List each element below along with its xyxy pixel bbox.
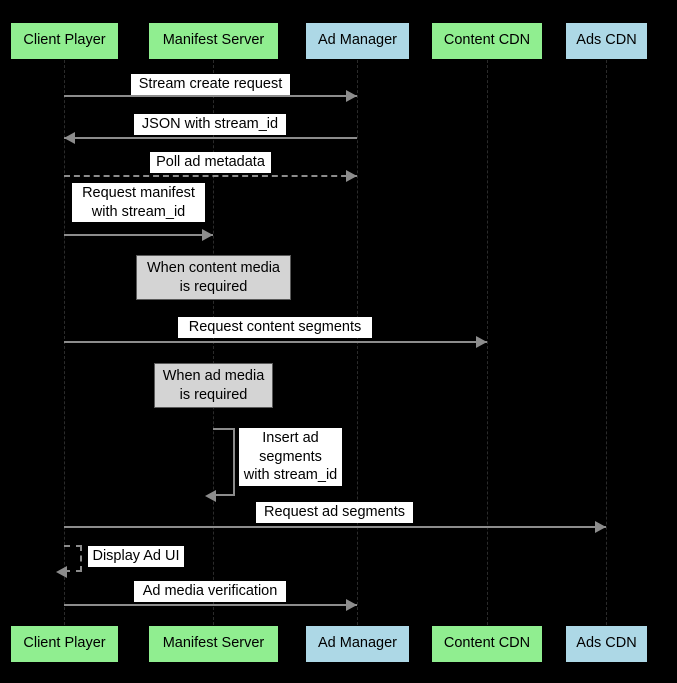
self-message-label-insert-ad-segments: Insert ad segments with stream_id — [239, 428, 342, 486]
participant-ads-cdn-footer[interactable]: Ads CDN — [565, 625, 648, 663]
self-message-label-display-ad-ui: Display Ad UI — [88, 546, 184, 567]
participant-ads-cdn-header[interactable]: Ads CDN — [565, 22, 648, 60]
arrowhead-request-content-segments — [476, 336, 487, 348]
participant-label: Manifest Server — [162, 32, 265, 49]
participant-label: Ads CDN — [576, 635, 637, 652]
arrowhead-stream-create-request — [346, 90, 357, 102]
participant-ad-manager-header[interactable]: Ad Manager — [305, 22, 410, 60]
participant-label: Manifest Server — [162, 635, 265, 652]
lifeline-ads-cdn — [606, 60, 607, 625]
self-message-loop-display-ad-ui — [64, 545, 82, 572]
participant-manifest-server-header[interactable]: Manifest Server — [148, 22, 279, 60]
arrowhead-poll-ad-metadata — [346, 170, 357, 182]
message-line-stream-create-request — [64, 95, 357, 97]
participant-label: Content CDN — [443, 32, 531, 49]
participant-content-cdn-footer[interactable]: Content CDN — [431, 625, 543, 663]
lifeline-content-cdn — [487, 60, 488, 625]
message-label-ad-media-verification: Ad media verification — [134, 581, 286, 602]
message-line-poll-ad-metadata — [64, 175, 357, 177]
message-line-ad-media-verification — [64, 604, 357, 606]
message-line-request-content-segments — [64, 341, 487, 343]
participant-content-cdn-header[interactable]: Content CDN — [431, 22, 543, 60]
arrowhead-request-ad-segments — [595, 521, 606, 533]
arrowhead-json-with-stream-id — [64, 132, 75, 144]
arrowhead-insert-ad-segments — [205, 490, 216, 502]
participant-label: Ad Manager — [318, 635, 397, 652]
arrowhead-ad-media-verification — [346, 599, 357, 611]
arrowhead-request-manifest-with-stream-id — [202, 229, 213, 241]
participant-label: Client Player — [23, 32, 106, 49]
participant-label: Ads CDN — [576, 32, 637, 49]
self-message-loop-insert-ad-segments — [213, 428, 235, 496]
arrowhead-display-ad-ui — [56, 566, 67, 578]
message-line-request-ad-segments — [64, 526, 606, 528]
message-label-poll-ad-metadata: Poll ad metadata — [150, 152, 271, 173]
message-label-request-content-segments: Request content segments — [178, 317, 372, 338]
participant-manifest-server-footer[interactable]: Manifest Server — [148, 625, 279, 663]
note-text: When ad media is required — [162, 367, 265, 403]
participant-label: Ad Manager — [318, 32, 397, 49]
participant-ad-manager-footer[interactable]: Ad Manager — [305, 625, 410, 663]
note-when-content-media-is-required: When content media is required — [136, 255, 291, 300]
participant-client-player-footer[interactable]: Client Player — [10, 625, 119, 663]
message-label-request-ad-segments: Request ad segments — [256, 502, 413, 523]
message-line-request-manifest-with-stream-id — [64, 234, 213, 236]
message-label-request-manifest-with-stream-id: Request manifest with stream_id — [72, 183, 205, 223]
participant-client-player-header[interactable]: Client Player — [10, 22, 119, 60]
participant-label: Content CDN — [443, 635, 531, 652]
note-text: When content media is required — [147, 259, 280, 295]
message-line-json-with-stream-id — [64, 137, 357, 139]
participant-label: Client Player — [23, 635, 106, 652]
note-when-ad-media-is-required: When ad media is required — [154, 363, 273, 408]
message-label-json-with-stream-id: JSON with stream_id — [134, 114, 286, 135]
message-label-stream-create-request: Stream create request — [131, 74, 290, 95]
